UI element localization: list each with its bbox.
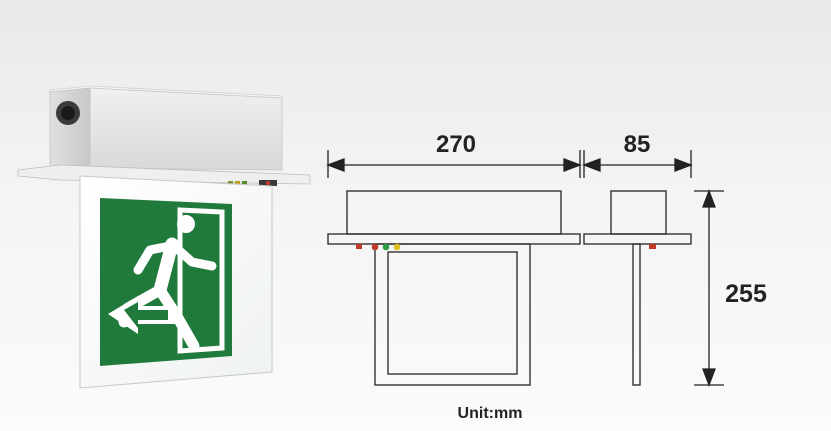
housing-side [89,87,283,171]
housing-front [49,87,91,169]
depth-label: 85 [624,131,651,158]
front-panel-inner [387,251,518,375]
indicator-led [393,243,401,251]
indicator-led [235,181,240,185]
indicator-led [371,243,379,251]
front-view-drawing [327,190,581,386]
exit-sign-photo [17,85,311,389]
width-label: 270 [436,131,476,158]
unit-label: Unit:mm [458,405,523,422]
indicator-led [649,244,656,249]
door-frame-icon [177,207,225,354]
front-indicator-leds [356,243,401,251]
front-panel-outer [374,243,531,386]
side-housing [610,190,667,235]
side-view-drawing [583,190,692,386]
indicator-led [228,181,233,185]
indicator-led [382,243,390,251]
side-panel [632,243,641,386]
front-housing [346,190,562,235]
indicator-led [242,181,247,185]
side-plate [583,233,692,245]
dimension-lines [326,150,724,387]
height-label: 255 [725,280,767,308]
front-plate [327,233,581,245]
